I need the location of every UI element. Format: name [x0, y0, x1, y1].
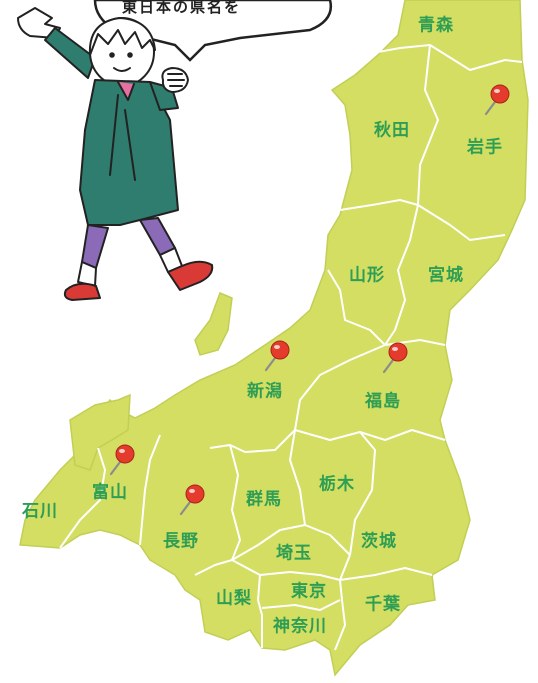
map-pin-icon [382, 342, 408, 374]
border-ibaraki-chiba [339, 567, 433, 581]
prefecture-label-tokyo: 東京 [291, 581, 327, 602]
land-mass [19, 0, 529, 677]
border-gunma-saitama [231, 524, 351, 561]
prefecture-label-ishikawa: 石川 [22, 501, 58, 522]
border-akita-iwate [417, 44, 439, 206]
border-akita-yamagata [339, 199, 419, 211]
border-tochigi-ibaraki [349, 431, 376, 556]
prefecture-label-tochigi: 栃木 [319, 474, 355, 495]
prefecture-label-ibaraki: 茨城 [361, 531, 397, 552]
land-honshu-east [19, 0, 529, 677]
border-yamagata-niigata [327, 269, 386, 346]
border-nagano-gunma [229, 444, 241, 561]
prefecture-label-kanagawa: 神奈川 [273, 616, 327, 637]
border-tokyo-chiba [334, 579, 346, 651]
border-iwate-miyagi [417, 204, 506, 241]
prefecture-label-saitama: 埼玉 [276, 543, 312, 564]
prefecture-label-yamagata: 山形 [349, 265, 385, 286]
map-pin-icon [109, 444, 135, 476]
border-yamagata-miyagi [384, 204, 419, 346]
prefecture-label-miyagi: 宮城 [428, 265, 464, 286]
map-pin-icon [484, 84, 510, 116]
border-aomori-south [377, 44, 523, 71]
prefecture-label-chiba: 千葉 [365, 594, 401, 615]
prefecture-label-nagano: 長野 [163, 531, 199, 552]
prefecture-label-akita: 秋田 [374, 120, 410, 141]
border-fukushima-south [294, 429, 446, 441]
border-toyama-east [139, 434, 161, 546]
land-sado [194, 292, 233, 356]
speech-bubble-text: 東日本の県名を [122, 0, 242, 16]
prefecture-label-aomori: 青森 [418, 15, 454, 36]
border-nagano-yamanashi [194, 559, 261, 576]
border-tokyo-kanagawa [261, 599, 341, 611]
prefecture-label-niigata: 新潟 [247, 381, 283, 402]
border-niigata-gunma [209, 429, 296, 453]
prefecture-label-fukushima: 福島 [365, 391, 401, 412]
border-saitama-tokyo [259, 554, 351, 581]
prefecture-label-gunma: 群馬 [246, 489, 282, 510]
prefecture-label-toyama: 富山 [92, 482, 128, 503]
border-gunma-tochigi [289, 429, 306, 526]
map-pin-icon [264, 340, 290, 372]
map-pin-icon [179, 484, 205, 516]
prefecture-label-yamanashi: 山梨 [216, 588, 252, 609]
border-toyama-ishikawa [59, 447, 106, 549]
border-niigata-fukushima [294, 344, 386, 431]
prefecture-label-iwate: 岩手 [467, 137, 503, 158]
prefecture-borders [59, 44, 523, 651]
border-yamanashi-tokyo [257, 574, 263, 648]
land-noto [69, 393, 131, 471]
